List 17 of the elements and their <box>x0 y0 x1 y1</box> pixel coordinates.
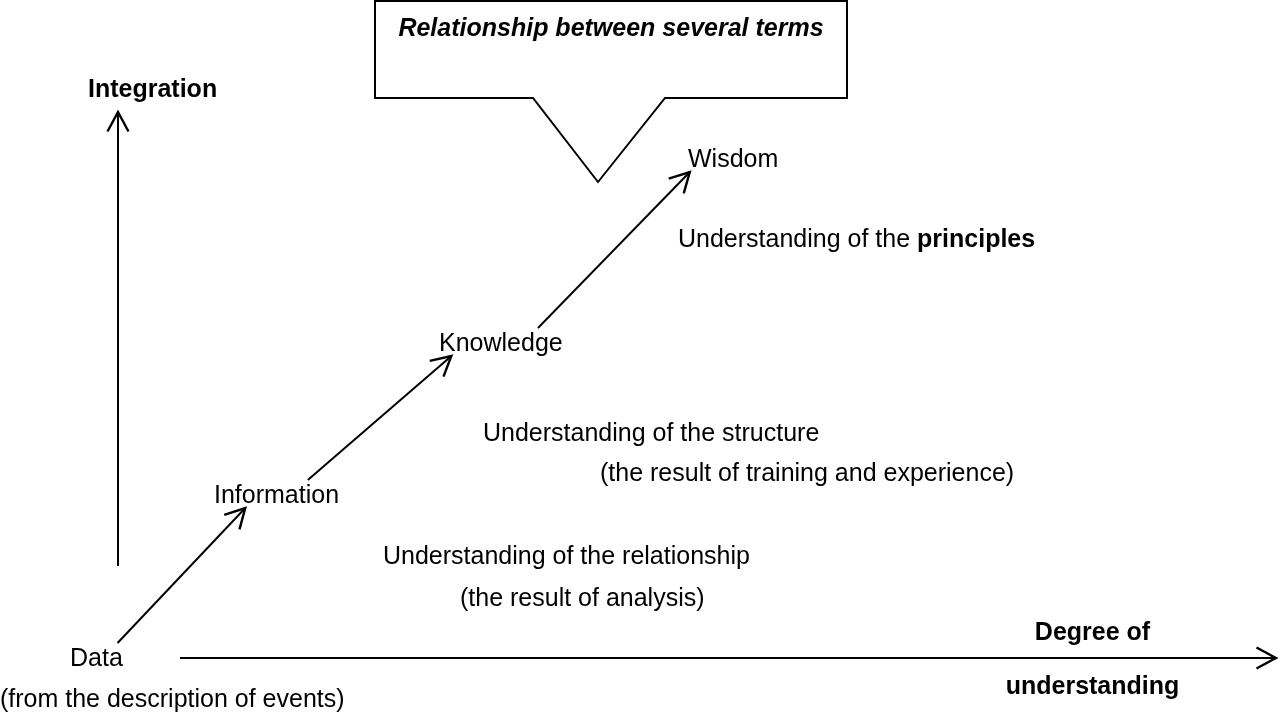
callout-title: Relationship between several terms <box>397 12 825 42</box>
term-label: Information <box>214 479 340 509</box>
term-label: Wisdom <box>688 143 779 173</box>
term-label: Knowledge <box>439 327 563 357</box>
description-text: (the result of analysis) <box>460 582 705 612</box>
arrow <box>116 506 247 644</box>
description-text: Understanding of the principles <box>678 223 1036 253</box>
description-text: (the result of training and experience) <box>600 457 1015 487</box>
speech-callout <box>374 0 848 184</box>
arrow <box>306 354 453 481</box>
arrow <box>537 170 691 329</box>
description-text: Understanding of the structure <box>483 417 820 447</box>
axis-title: Degree of understanding <box>1004 616 1181 701</box>
term-label: Data <box>70 642 123 672</box>
term-note: (from the description of events) <box>0 683 345 713</box>
axis-title: Integration <box>88 73 218 103</box>
description-text: Understanding of the relationship <box>383 540 750 570</box>
